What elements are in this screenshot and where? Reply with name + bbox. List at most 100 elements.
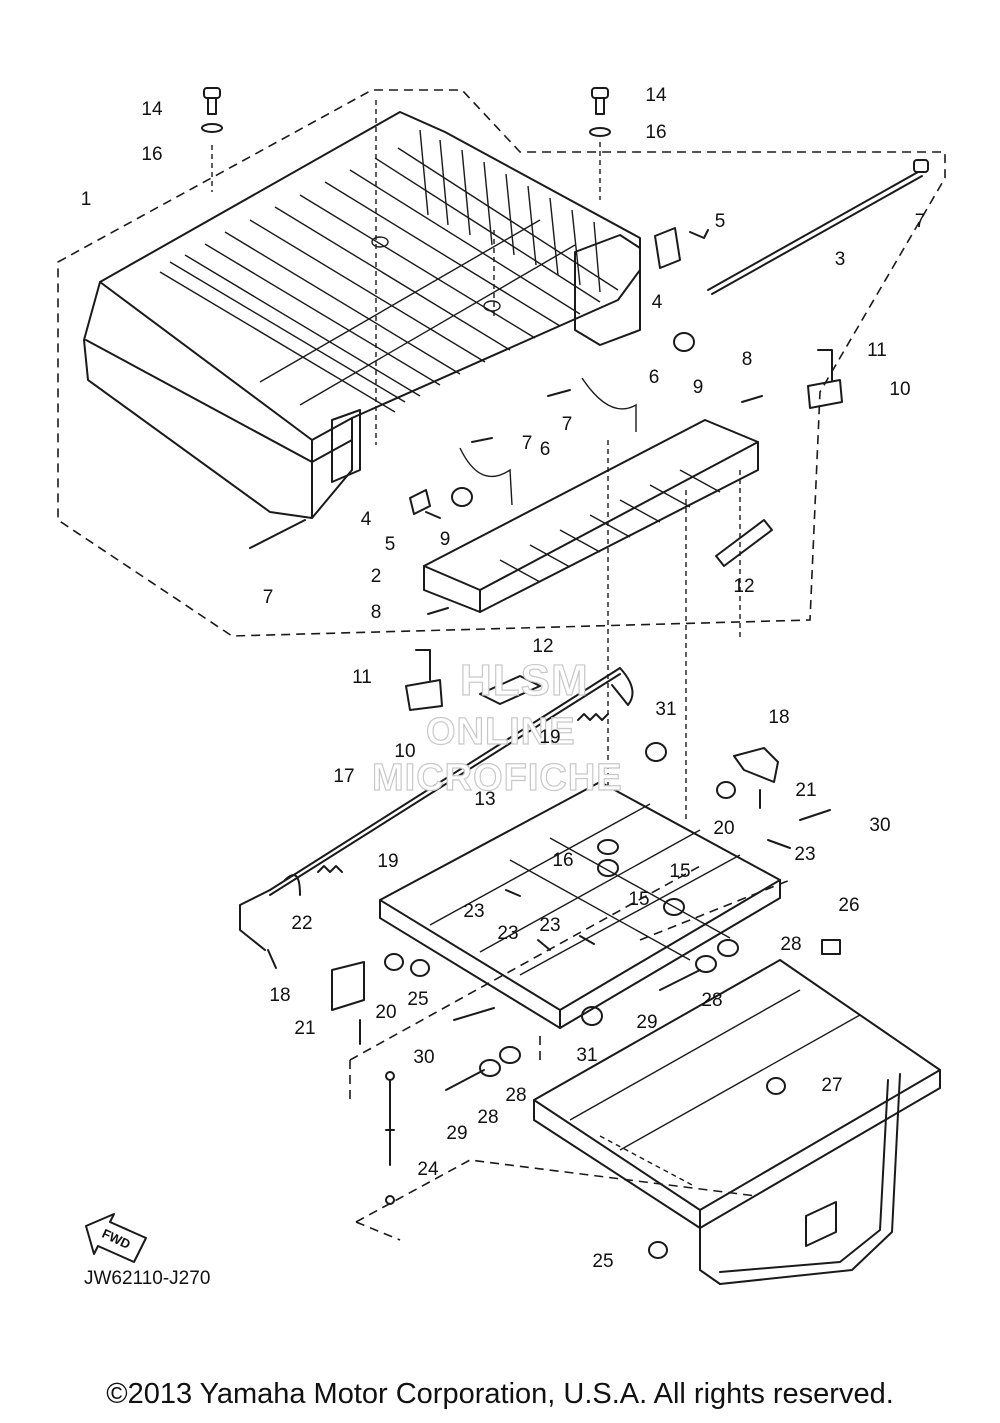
nut-31-lower (581, 1006, 603, 1026)
bolt-7-a (547, 389, 571, 397)
latch-rod-17 (239, 667, 634, 951)
callout-26: 26 (838, 895, 859, 916)
latch-12-lower (479, 675, 541, 705)
tailgate-2 (423, 419, 759, 613)
callout-15: 15 (669, 861, 690, 882)
latch-12-upper (715, 519, 773, 567)
callout-numbers: 1234455667777889910101111121213141415151… (81, 85, 926, 1272)
subframe-13 (379, 781, 781, 1029)
collar-15-a (597, 859, 619, 877)
bushing-20-left (384, 953, 404, 971)
callout-16: 16 (141, 144, 162, 165)
callout-28: 28 (477, 1107, 498, 1128)
collar-28-a (717, 939, 739, 957)
bracket-4-right (654, 227, 681, 269)
bolt-14-right (589, 87, 611, 137)
callout-24: 24 (417, 1159, 439, 1180)
spring-19-lower (317, 865, 343, 873)
callout-20: 20 (713, 818, 734, 839)
callout-22: 22 (291, 913, 312, 934)
callout-8: 8 (742, 349, 753, 370)
callout-15: 15 (628, 889, 649, 910)
callout-12: 12 (733, 576, 754, 597)
bracket-4-left (409, 489, 431, 515)
callout-11: 11 (867, 340, 887, 361)
callout-16: 16 (645, 122, 666, 143)
bolt-5-left (425, 511, 441, 519)
gas-strut-24 (385, 1071, 395, 1205)
bolt-5-right (689, 229, 709, 239)
bracket-18-left (331, 961, 365, 1011)
callout-5: 5 (385, 534, 396, 555)
callout-8: 8 (371, 602, 382, 623)
collar-28-b (695, 955, 717, 973)
pin-23-b (505, 889, 521, 897)
callout-19: 19 (377, 851, 398, 872)
callout-20: 20 (375, 1002, 396, 1023)
forward-arrow-icon: FWD (85, 1213, 147, 1263)
callout-18: 18 (768, 707, 789, 728)
shaft-29-lower (445, 1069, 485, 1091)
callout-21: 21 (294, 1018, 315, 1039)
cable-6-lower (459, 447, 513, 506)
callout-16: 16 (552, 850, 573, 871)
callout-23: 23 (497, 923, 518, 944)
callout-30: 30 (413, 1047, 434, 1068)
callout-25: 25 (407, 989, 428, 1010)
bolt-7-c (249, 519, 306, 549)
bolt-8-lower (427, 607, 449, 615)
callout-31: 31 (576, 1045, 597, 1066)
nut-25-lower (648, 1241, 668, 1259)
pin-23-d (579, 935, 595, 945)
callout-23: 23 (539, 915, 560, 936)
callout-23: 23 (794, 844, 815, 865)
callout-6: 6 (649, 367, 660, 388)
callout-28: 28 (505, 1085, 526, 1106)
callout-7: 7 (263, 587, 274, 608)
callout-6: 6 (540, 439, 551, 460)
cargo-bed (83, 111, 641, 519)
nut-25-upper (410, 959, 430, 977)
nut-31-upper (645, 742, 667, 762)
shaft-29-upper (659, 969, 701, 991)
pin-23-c (537, 939, 551, 951)
rod-3 (707, 159, 929, 295)
callout-4: 4 (652, 292, 663, 313)
callout-12: 12 (532, 636, 553, 657)
pin-23-a (767, 839, 791, 849)
callout-13: 13 (474, 789, 495, 810)
chassis-frame (533, 959, 941, 1285)
callout-4: 4 (361, 509, 372, 530)
cap-9-right (673, 332, 695, 352)
bolt-30-left (453, 1007, 495, 1021)
callout-10: 10 (394, 741, 415, 762)
cap-9-left (451, 487, 473, 507)
bolt-30-right (799, 809, 831, 821)
bolt-11-upper (817, 349, 833, 381)
bushing-20-right (716, 781, 736, 799)
callout-29: 29 (636, 1012, 657, 1033)
callout-9: 9 (440, 529, 451, 550)
bolt-7-b (471, 437, 493, 443)
drawing-code: JW62110-J270 (84, 1268, 211, 1289)
spring-19-upper (577, 713, 609, 721)
callout-28: 28 (780, 934, 801, 955)
callout-18: 18 (269, 985, 290, 1006)
callout-21: 21 (795, 780, 816, 801)
callout-17: 17 (333, 766, 354, 787)
callout-19: 19 (539, 727, 560, 748)
callout-14: 14 (141, 99, 163, 120)
callout-27: 27 (821, 1075, 842, 1096)
callout-7: 7 (562, 414, 573, 435)
collar-15-b (663, 898, 685, 916)
copyright-notice: ©2013 Yamaha Motor Corporation, U.S.A. A… (106, 1378, 894, 1410)
callout-14: 14 (645, 85, 667, 106)
callout-10: 10 (889, 379, 910, 400)
callout-1: 1 (81, 189, 92, 210)
frame-assembly-outline (349, 864, 791, 1100)
callout-5: 5 (715, 211, 726, 232)
bolt-8-upper (741, 395, 763, 403)
bolt-14-left (201, 87, 223, 133)
hinge-10-upper (807, 379, 843, 409)
